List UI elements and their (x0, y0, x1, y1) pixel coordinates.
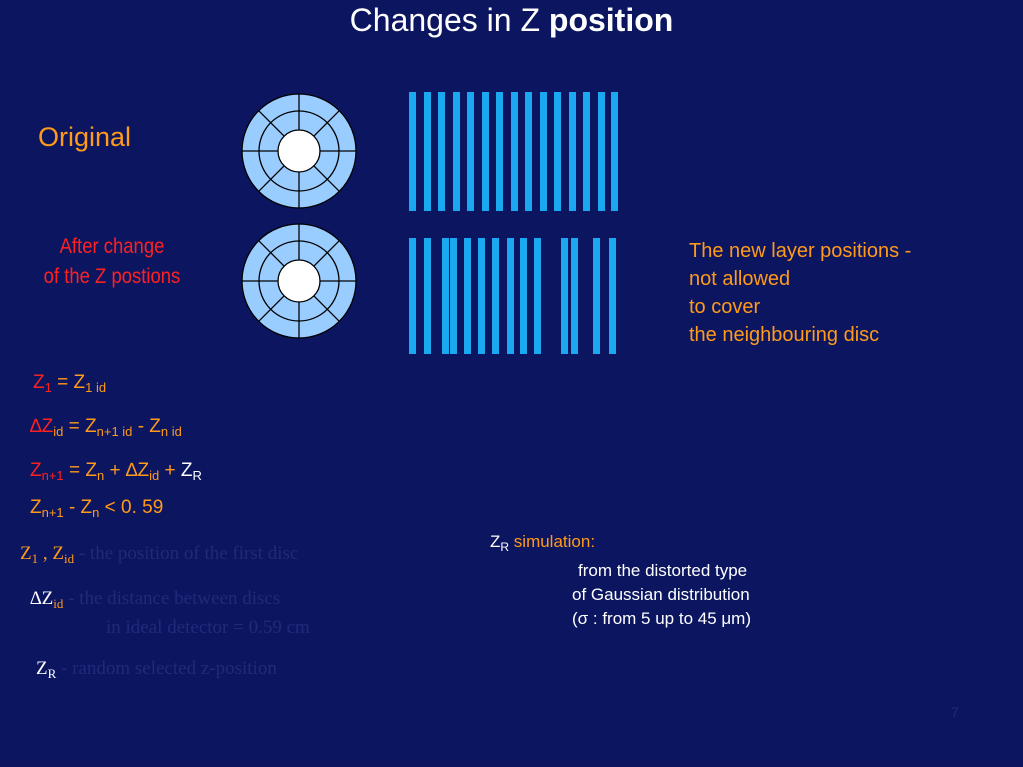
layer-bar-original-1 (409, 92, 416, 211)
layer-bar-shifted-12 (571, 238, 578, 354)
layer-bar-shifted-7 (492, 238, 499, 354)
layer-bar-original-12 (569, 92, 576, 211)
equation-4: Zn+1 - Zn < 0. 59 (30, 497, 164, 520)
layer-bar-original-8 (511, 92, 518, 211)
layer-bar-original-4 (453, 92, 460, 211)
layer-bar-shifted-8 (507, 238, 514, 354)
layer-bar-original-14 (598, 92, 605, 211)
equation-2: ∆Zid = Zn+1 id - Zn id (30, 416, 182, 439)
disc-after-change (241, 223, 357, 339)
layer-bar-shifted-14 (609, 238, 616, 354)
definition-z1: Z1 , Zid - the position of the first dis… (20, 543, 299, 566)
disc-original (241, 93, 357, 209)
layer-bars (409, 92, 618, 354)
page-number: 7 (951, 704, 959, 720)
equation-3: Zn+1 = Zn + ∆Zid + ZR (30, 460, 202, 483)
simulation-note: ZR simulation: from the distorted type o… (490, 530, 751, 631)
label-after-change: After change of the Z postions (26, 232, 198, 292)
page-title: Changes in Z position (0, 2, 1023, 39)
note-new-positions: The new layer positions - not allowed to… (689, 237, 911, 349)
definition-delta-z: ∆Zid - the distance between discs (30, 588, 281, 611)
layer-bar-shifted-5 (464, 238, 471, 354)
layer-bar-original-13 (583, 92, 590, 211)
label-after-line1: After change (59, 235, 165, 258)
title-part2: position (548, 2, 674, 38)
layer-bar-shifted-6 (478, 238, 485, 354)
definition-delta-z-line2: in ideal detector = 0.59 cm (106, 617, 310, 638)
layer-bar-shifted-10 (534, 238, 541, 354)
note-line3: to cover (689, 296, 761, 318)
label-after-line2: of the Z postions (43, 265, 181, 288)
layer-bar-shifted-3 (442, 238, 449, 354)
simulation-line1: from the distorted type (578, 561, 748, 580)
layer-bar-shifted-1 (409, 238, 416, 354)
layer-bar-original-2 (424, 92, 431, 211)
layer-bar-original-5 (467, 92, 474, 211)
layer-bar-original-10 (540, 92, 547, 211)
layer-bar-shifted-13 (593, 238, 600, 354)
layer-bar-shifted-9 (520, 238, 527, 354)
title-part1: Changes in Z (349, 2, 549, 38)
layer-bar-shifted-11 (561, 238, 568, 354)
note-line1: The new layer positions - (689, 240, 912, 262)
layer-bar-original-6 (482, 92, 489, 211)
label-original: Original (38, 122, 132, 152)
note-line2: not allowed (689, 268, 791, 290)
layer-bar-shifted-4 (450, 238, 457, 354)
equation-1: Z1 = Z1 id (33, 372, 107, 395)
layer-bar-original-9 (525, 92, 532, 211)
layer-bar-original-3 (438, 92, 445, 211)
layer-bar-original-7 (496, 92, 503, 211)
layer-bar-original-15 (611, 92, 618, 211)
layer-bar-shifted-2 (424, 238, 431, 354)
simulation-line3: (σ : from 5 up to 45 μm) (572, 609, 752, 628)
definition-zr: ZR - random selected z-position (36, 658, 277, 681)
simulation-line2: of Gaussian distribution (572, 585, 750, 604)
note-line4: the neighbouring disc (689, 324, 880, 346)
layer-bar-original-11 (554, 92, 561, 211)
